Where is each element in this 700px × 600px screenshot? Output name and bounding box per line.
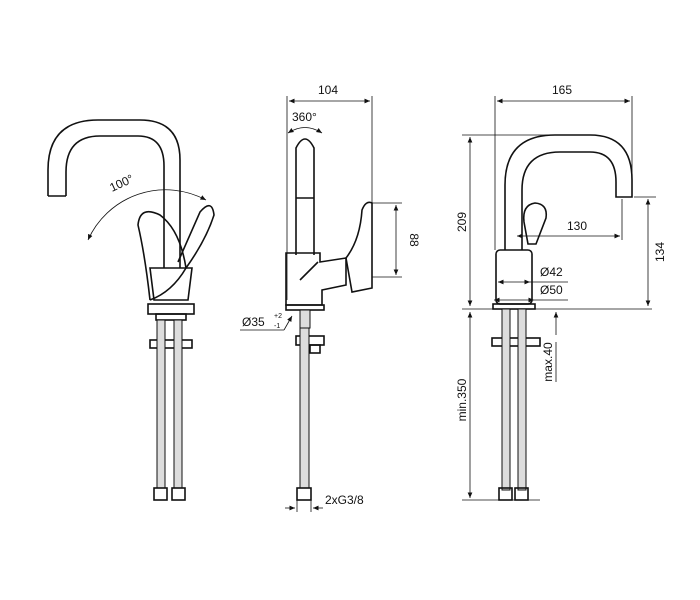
- mounting-nut: [149, 339, 193, 349]
- hose: [156, 319, 166, 489]
- base-diameter-label: Ø50: [540, 283, 563, 297]
- width-dimension-label: 104: [318, 83, 338, 97]
- side-view: 104 360° 88 Ø35 +2 -1 2xG3/8: [240, 83, 421, 512]
- lever-rotated: [177, 204, 215, 269]
- left-view: 100°: [47, 119, 215, 501]
- lever: [345, 201, 373, 293]
- lever: [522, 202, 548, 245]
- base-plate: [147, 303, 195, 315]
- width-dimension-label: 165: [552, 83, 572, 97]
- swivel-label: 360°: [292, 110, 317, 124]
- hole-diameter-label: Ø35: [242, 315, 265, 329]
- height-dimension-label: 209: [455, 212, 469, 232]
- hose: [173, 319, 183, 489]
- spout: [504, 134, 633, 250]
- spout-tube: [295, 138, 315, 255]
- hose: [299, 327, 310, 489]
- lever: [137, 210, 187, 301]
- lever-height-label: 88: [407, 233, 421, 247]
- connection-label: 2xG3/8: [325, 493, 364, 507]
- hose: [501, 308, 511, 491]
- hose: [517, 308, 527, 491]
- hose-length-label: min.350: [455, 378, 469, 421]
- body: [285, 252, 347, 306]
- spout-outer: [47, 119, 181, 268]
- reach-dimension-label: 130: [567, 219, 587, 233]
- spout-inner: [65, 135, 165, 268]
- tolerance-minus: -1: [274, 323, 280, 330]
- body: [149, 267, 193, 301]
- rotation-angle-label: 100°: [107, 171, 136, 194]
- rotation-arc: [87, 189, 207, 241]
- mounting-nut: [491, 337, 541, 347]
- body-diameter-label: Ø42: [540, 265, 563, 279]
- body: [495, 249, 533, 305]
- base-plate: [492, 303, 536, 310]
- spout-height-label: 134: [653, 242, 667, 262]
- deck-thickness-label: max.40: [541, 342, 555, 382]
- tolerance-plus: +2: [274, 313, 282, 320]
- front-view: 165 209 130 134 Ø42 Ø50 min.350 max.40: [455, 83, 667, 501]
